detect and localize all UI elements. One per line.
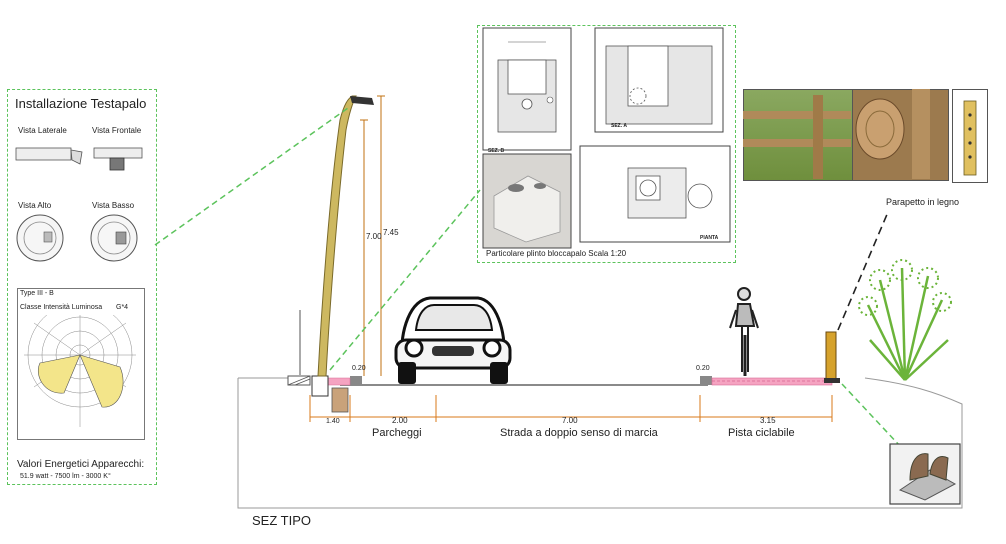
section-title: SEZ TIPO <box>252 513 311 528</box>
parapet-post <box>825 331 837 381</box>
dim-parking: 2.00 <box>392 416 408 425</box>
energy-title: Valori Energetici Apparecchi: <box>17 459 145 470</box>
dim-bike: 3.15 <box>760 416 776 425</box>
photometry-type: Type III - B <box>20 290 54 297</box>
plinth-drawings <box>482 27 731 249</box>
lamp-top-views <box>16 214 138 262</box>
light-pole <box>317 95 357 377</box>
view-bottom-label: Vista Basso <box>92 201 135 210</box>
bike-lane <box>711 377 833 386</box>
pole-height-outer: 7.45 <box>383 228 399 237</box>
car-illustration <box>394 296 512 384</box>
photometry-class-value: G*4 <box>116 304 129 311</box>
curb-left-dim: 0.20 <box>352 365 366 372</box>
installation-panel <box>7 89 157 485</box>
pole-plinth <box>311 375 329 397</box>
view-top-label: Vista Alto <box>18 201 52 210</box>
drain-box <box>331 387 349 413</box>
post-drawing-overlay <box>963 100 977 176</box>
view-front-label: Vista Frontale <box>92 126 142 135</box>
height-dims <box>360 95 385 376</box>
zone-road: Strada a doppio senso di marcia <box>500 427 658 439</box>
installation-title: Installazione Testapalo <box>15 96 147 111</box>
sez-a-label: SEZ. A <box>611 123 627 129</box>
photometry-class-label: Classe Intensità Luminosa <box>20 304 103 311</box>
pianta-label: PIANTA <box>700 235 719 241</box>
curb-left <box>350 376 362 385</box>
curb-right <box>700 376 712 385</box>
photometry-box <box>17 288 145 440</box>
zone-bike: Pista ciclabile <box>728 427 795 439</box>
fence-photo-2-overlay <box>855 89 930 179</box>
dim-road: 7.00 <box>562 416 578 425</box>
curb-right-dim: 0.20 <box>696 365 710 372</box>
plinth-detail-panel <box>477 25 736 263</box>
callout-leaders <box>154 107 901 447</box>
luminaire <box>350 96 374 105</box>
parapet-leader <box>837 211 889 331</box>
pole-height-inner: 7.00 <box>366 232 382 241</box>
width-dims <box>309 395 833 422</box>
cyclist-illustration <box>729 287 759 376</box>
polar-diagram <box>24 315 136 427</box>
sez-b-label: SEZ. B <box>488 148 505 154</box>
shrub-illustration <box>858 259 952 381</box>
view-lateral-label: Vista Laterale <box>18 126 67 135</box>
dim-sidewalk: 1.40 <box>326 418 340 425</box>
fence-photo-1 <box>743 89 853 181</box>
bracket-detail <box>898 453 957 501</box>
fence-photo-1-overlay <box>743 95 851 179</box>
zone-parking: Parcheggi <box>372 427 422 439</box>
ground-profile <box>237 377 963 509</box>
parapet-label: Parapetto in legno <box>886 197 960 207</box>
plinth-caption: Particolare plinto bloccapalo Scala 1:20 <box>486 249 627 258</box>
lamp-side-views <box>15 147 143 171</box>
energy-values: 51.9 watt - 7500 lm - 3000 K° <box>20 473 111 480</box>
